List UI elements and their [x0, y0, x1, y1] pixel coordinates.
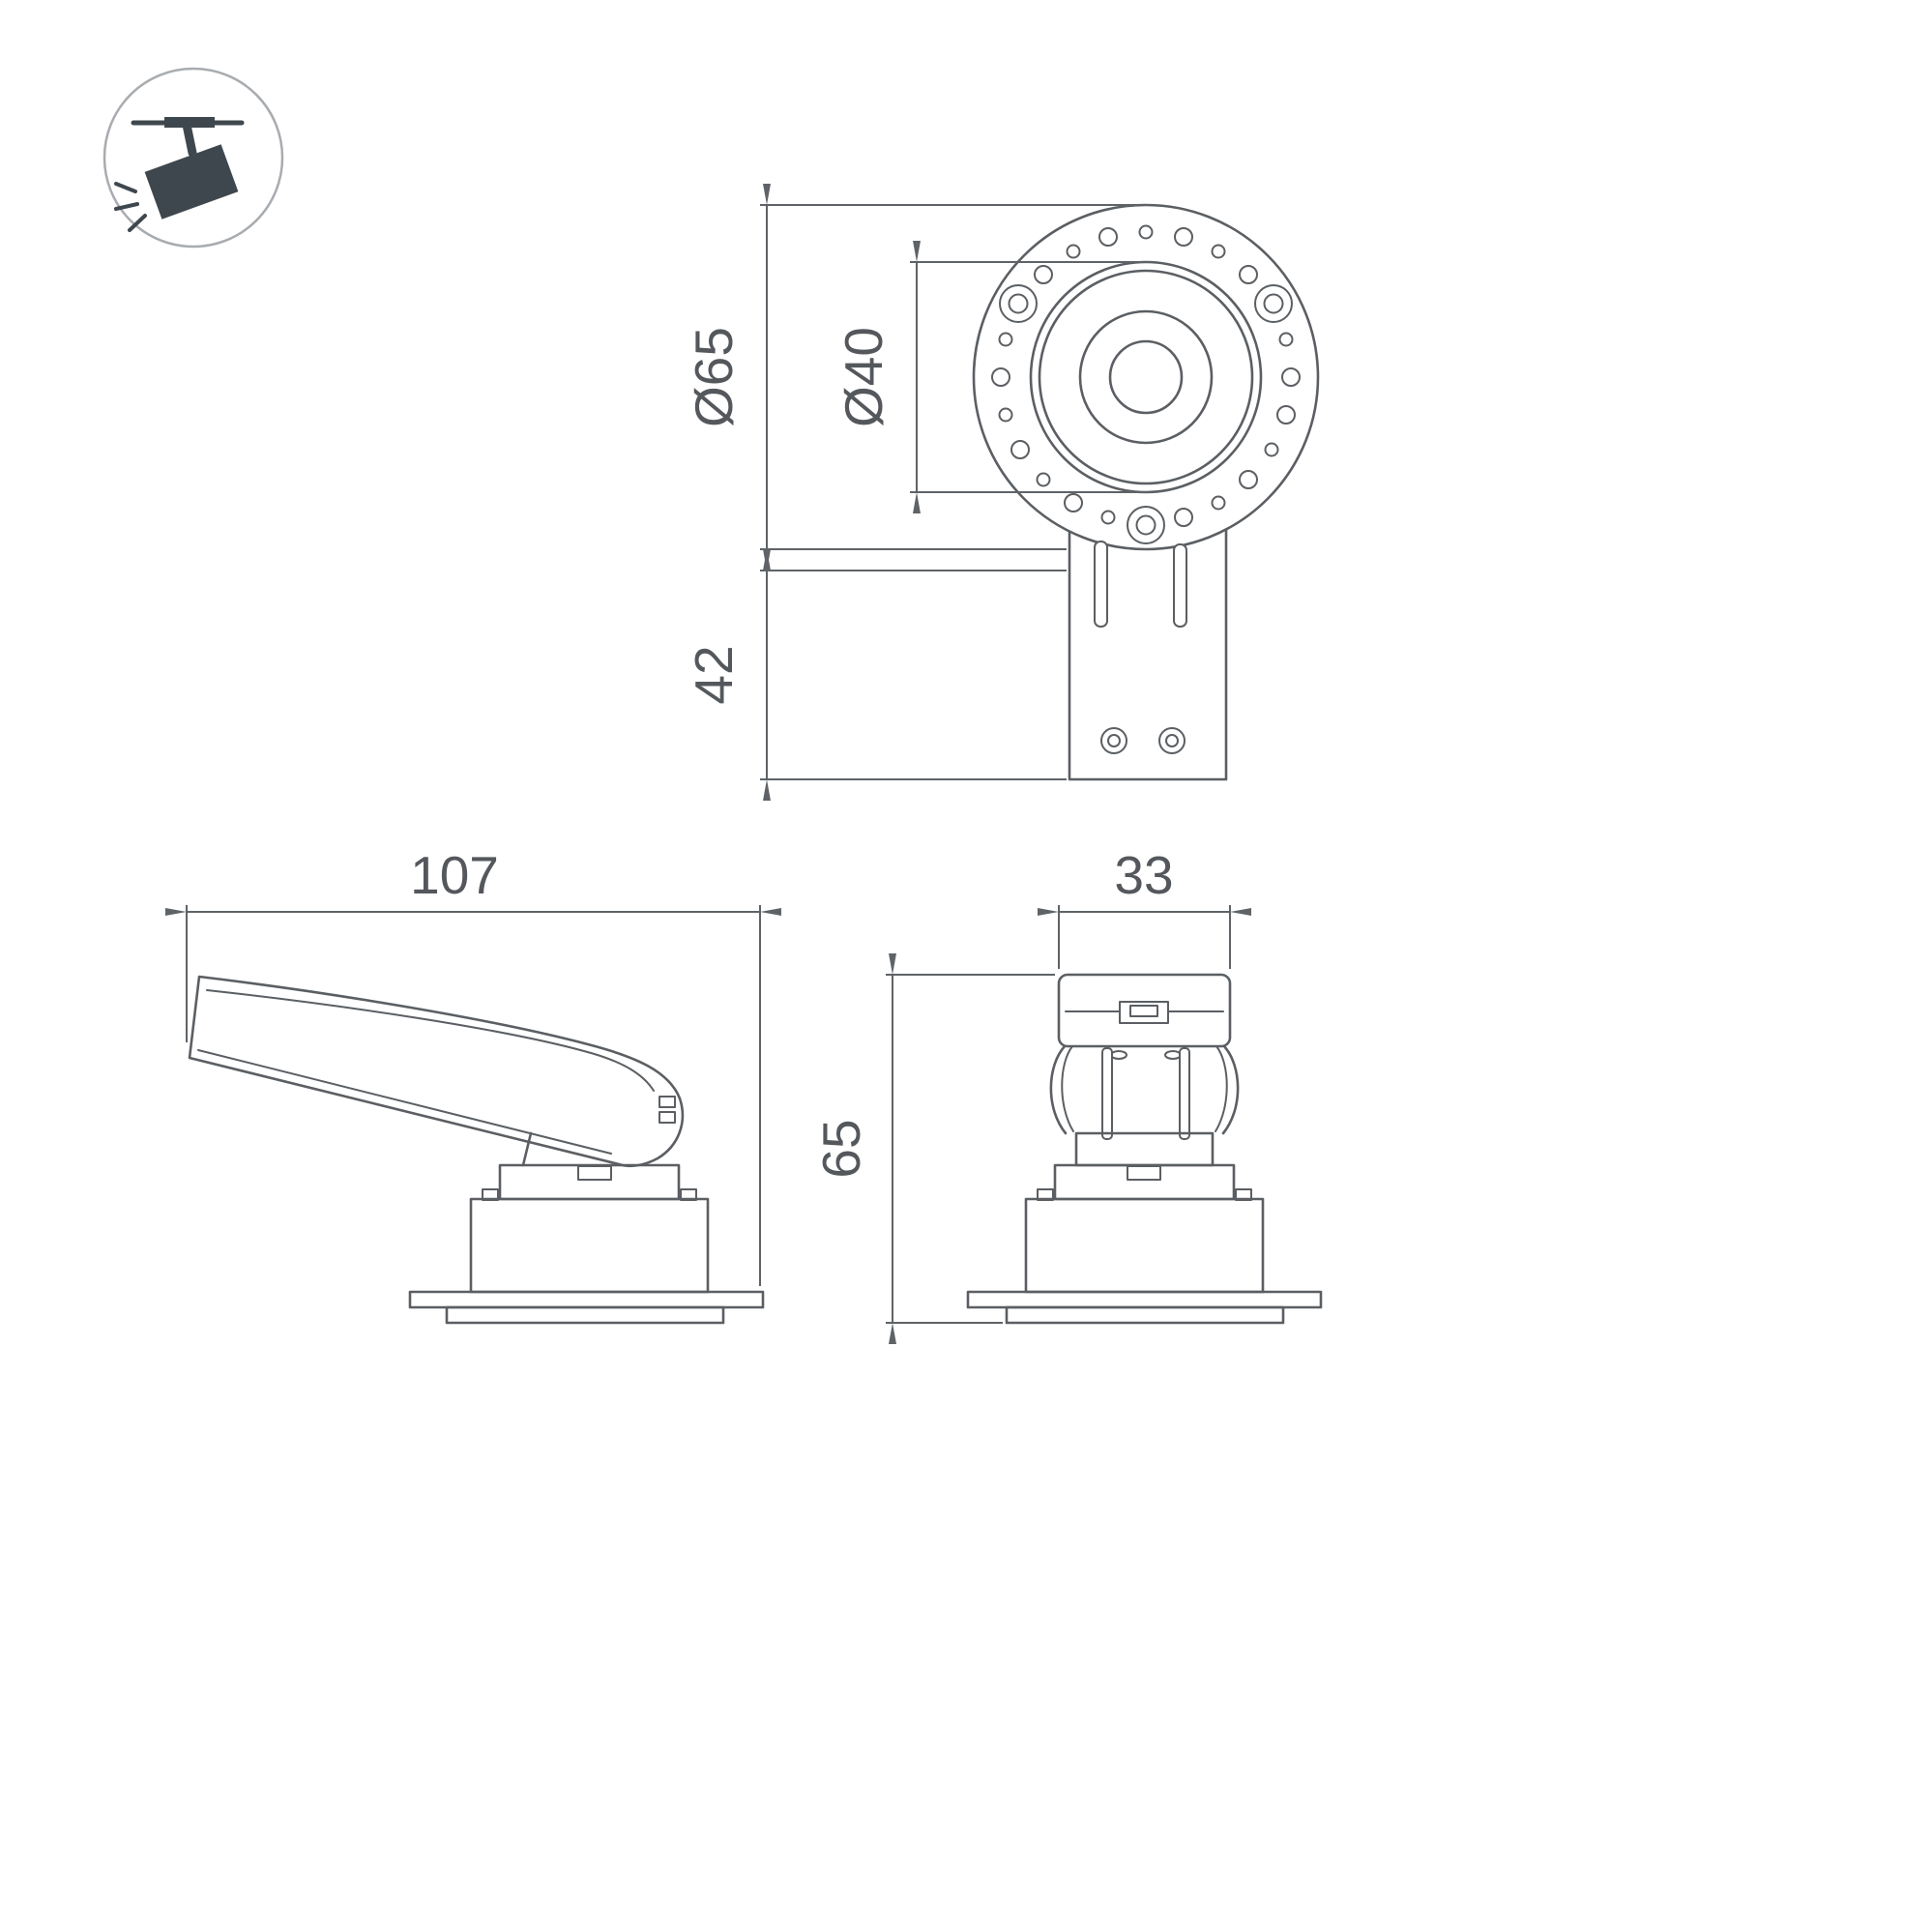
lamp-head-outline	[188, 975, 685, 1168]
dim-label-rear-width: 33	[1114, 845, 1173, 905]
bracket-leg-right	[1179, 1047, 1190, 1140]
inner-trim-rings	[1029, 260, 1263, 494]
rear-view	[966, 973, 1323, 1325]
base-step-notch	[577, 1165, 612, 1181]
mounting-holes-ring	[991, 224, 1301, 527]
icon-stem	[182, 120, 197, 158]
dim-rear-height: 65	[811, 953, 1055, 1344]
track-spotlight-icon	[102, 67, 284, 249]
dim-label-bracket-depth: 42	[684, 645, 744, 704]
base-step-notch	[1127, 1165, 1161, 1181]
dim-label-rear-height: 65	[811, 1119, 871, 1178]
bracket-slots	[1094, 541, 1187, 628]
trim-lip	[1005, 1305, 1285, 1325]
screw-holes-large	[999, 284, 1293, 544]
side-view	[188, 975, 765, 1325]
trim-plate-outer	[972, 203, 1320, 551]
dim-side-length: 107	[165, 845, 781, 1286]
cable-clamp-inner	[1129, 1005, 1158, 1017]
dim-label-front-outer-diameter: Ø65	[684, 327, 744, 427]
head-hinge-detail	[659, 1096, 676, 1124]
lamp-head-seam	[206, 989, 655, 1092]
bracket-screws	[1100, 727, 1186, 754]
dim-bracket-depth: 42	[684, 549, 1067, 801]
yoke-curves	[1049, 1044, 1240, 1135]
icon-lamp-head	[144, 144, 239, 220]
icon-circle	[102, 67, 284, 249]
dim-front-outer-diameter: Ø65	[684, 184, 1151, 571]
lamp-head-inner-edge	[197, 1049, 612, 1155]
dimension-annotations: Ø65 Ø40 42 107 33	[165, 184, 1251, 1344]
icon-light-rays	[114, 182, 147, 232]
dim-label-front-inner-diameter: Ø40	[834, 327, 893, 427]
cable-clamp	[1119, 1001, 1169, 1024]
dim-front-inner-diameter: Ø40	[834, 241, 1151, 513]
dim-label-side-length: 107	[410, 845, 499, 905]
front-view	[972, 203, 1320, 781]
trim-lip	[445, 1305, 725, 1325]
dim-rear-width: 33	[1038, 845, 1251, 969]
bracket-leg-left	[1101, 1047, 1113, 1140]
neck-line	[521, 1131, 533, 1167]
